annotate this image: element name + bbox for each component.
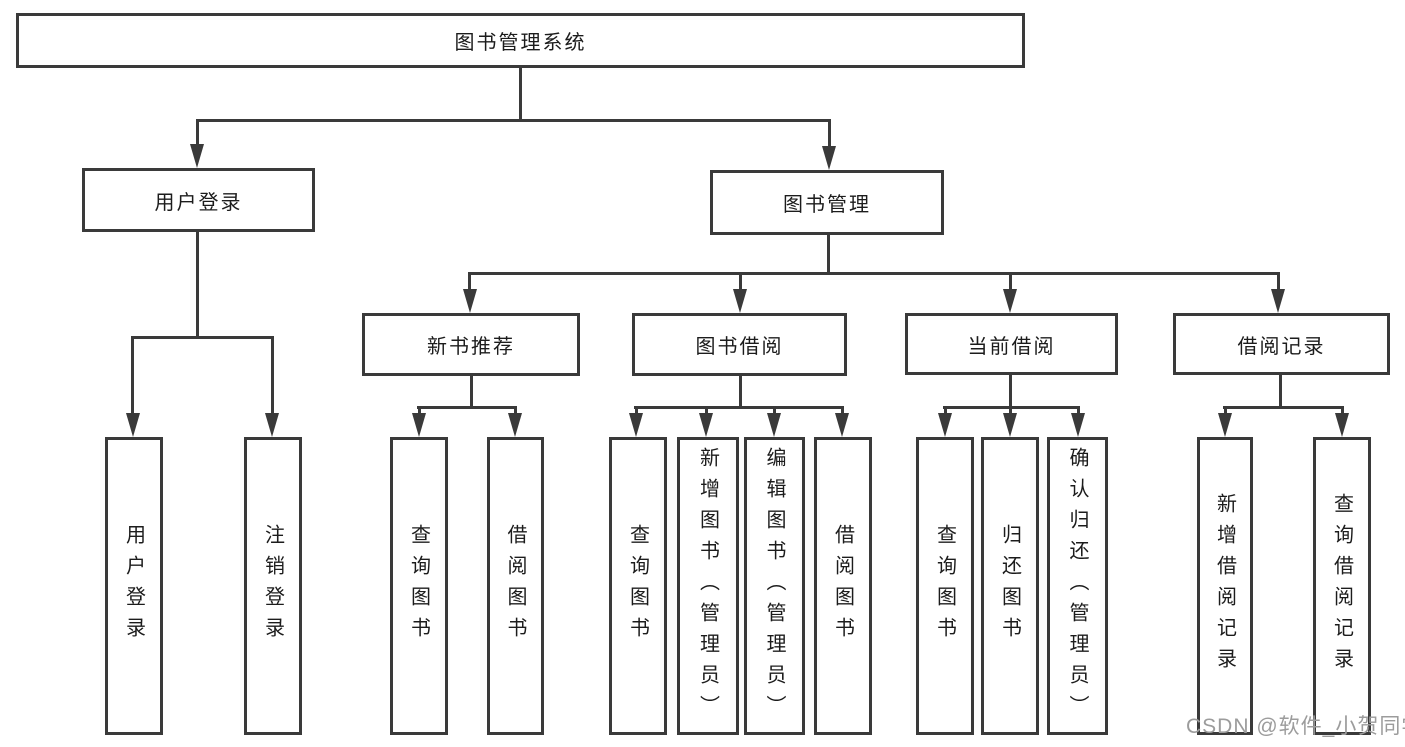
node-label: 当前借阅 [967, 335, 1056, 358]
node-label: 图书管理系统 [454, 32, 587, 54]
connector-hline [417, 406, 517, 409]
connector-vline [196, 119, 199, 146]
connector-vline [468, 272, 471, 291]
csdn-watermark: CSDN @软件_小贺同学 [1186, 715, 1405, 738]
connector-hline [468, 272, 1280, 275]
arrow-down-icon [1218, 413, 1232, 437]
arrow-down-icon [1335, 413, 1349, 437]
leaf-borrow-books-borrowing: 借阅图书 [814, 437, 872, 735]
leaf-query-books-current: 查询图书 [916, 437, 974, 735]
leaf-add-borrow-record: 新增借阅记录 [1197, 437, 1253, 735]
connector-hline [1223, 406, 1344, 409]
connector-vline [1279, 373, 1282, 409]
connector-vline [1009, 373, 1012, 409]
leaf-label: 新增借阅记录 [1213, 493, 1236, 679]
leaf-query-books-recommend: 查询图书 [390, 437, 448, 735]
arrow-down-icon [629, 413, 643, 437]
node-label: 借阅记录 [1237, 335, 1326, 358]
connector-vline [271, 336, 274, 417]
connector-vline [418, 406, 421, 416]
connector-vline [1277, 272, 1280, 291]
connector-hline [634, 406, 844, 409]
node-label: 用户登录 [154, 191, 243, 214]
leaf-label: 借阅图书 [504, 524, 526, 648]
connector-vline [514, 406, 517, 416]
leaf-borrow-books-recommend: 借阅图书 [487, 437, 544, 735]
connector-vline [827, 233, 830, 275]
connector-vline [739, 374, 742, 409]
arrow-down-icon [767, 413, 781, 437]
node-label: 新书推荐 [427, 336, 515, 358]
node-current-borrowing: 当前借阅 [905, 313, 1118, 375]
node-label: 图书借阅 [695, 336, 784, 358]
leaf-user-login: 用户登录 [105, 437, 163, 735]
connector-vline [739, 272, 742, 291]
leaf-label: 查询图书 [407, 524, 430, 648]
leaf-return-books: 归还图书 [981, 437, 1039, 735]
leaf-label: 查询借阅记录 [1330, 493, 1353, 679]
leaf-label: 借阅图书 [831, 524, 854, 648]
connector-vline [705, 406, 708, 416]
arrow-down-icon [1003, 289, 1017, 313]
connector-vline [828, 119, 831, 148]
connector-vline [1341, 406, 1344, 416]
leaf-label: 注销登录 [261, 524, 284, 648]
connector-vline [1224, 406, 1227, 416]
leaf-label: 新增图书（管理员） [696, 446, 719, 726]
leaf-query-books-borrowing: 查询图书 [609, 437, 667, 735]
connector-vline [841, 406, 844, 416]
connector-vline [1009, 406, 1012, 416]
leaf-label: 确认归还（管理员） [1066, 446, 1088, 726]
leaf-logout: 注销登录 [244, 437, 302, 735]
connector-vline [196, 230, 199, 339]
connector-vline [470, 374, 473, 409]
arrow-down-icon [938, 413, 952, 437]
connector-vline [944, 406, 947, 416]
leaf-add-books-admin: 新增图书（管理员） [677, 437, 739, 735]
arrow-down-icon [1271, 289, 1285, 313]
arrow-down-icon [412, 413, 426, 437]
leaf-confirm-return-admin: 确认归还（管理员） [1047, 437, 1108, 735]
connector-hline [196, 119, 830, 122]
node-new-book-recommend: 新书推荐 [362, 313, 580, 376]
node-book-management: 图书管理 [710, 170, 944, 235]
leaf-label: 编辑图书（管理员） [763, 446, 785, 726]
node-label: 图书管理 [783, 194, 871, 216]
arrow-down-icon [265, 413, 279, 437]
connector-vline [519, 66, 522, 122]
node-library-management-system: 图书管理系统 [16, 13, 1025, 68]
arrow-down-icon [699, 413, 713, 437]
leaf-label: 归还图书 [998, 524, 1021, 648]
connector-vline [131, 336, 134, 417]
leaf-query-borrow-record: 查询借阅记录 [1313, 437, 1371, 735]
connector-vline [1009, 272, 1012, 291]
leaf-label: 查询图书 [933, 524, 956, 648]
connector-vline [1077, 406, 1080, 416]
arrow-down-icon [508, 413, 522, 437]
leaf-label: 查询图书 [626, 524, 649, 648]
arrow-down-icon [733, 289, 747, 313]
arrow-down-icon [1071, 413, 1085, 437]
arrow-down-icon [190, 144, 204, 168]
arrow-down-icon [835, 413, 849, 437]
arrow-down-icon [463, 289, 477, 313]
node-user-login-branch: 用户登录 [82, 168, 315, 232]
arrow-down-icon [126, 413, 140, 437]
connector-vline [635, 406, 638, 416]
arrow-down-icon [1003, 413, 1017, 437]
leaf-label: 用户登录 [122, 524, 145, 648]
leaf-edit-books-admin: 编辑图书（管理员） [744, 437, 805, 735]
connector-vline [773, 406, 776, 416]
node-book-borrowing: 图书借阅 [632, 313, 847, 376]
arrow-down-icon [822, 146, 836, 170]
connector-hline [131, 336, 274, 339]
node-borrowing-records: 借阅记录 [1173, 313, 1390, 375]
